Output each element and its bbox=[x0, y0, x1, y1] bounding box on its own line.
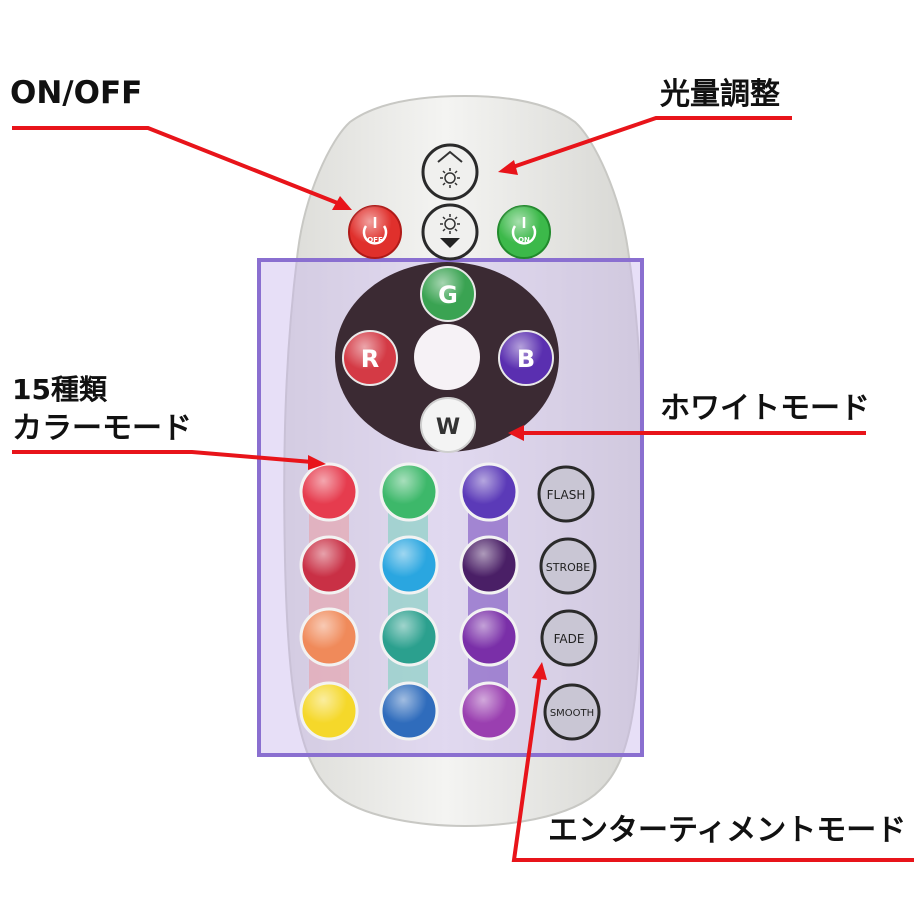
color-button-r3-c2[interactable] bbox=[379, 607, 439, 667]
brightness-label: 光量調整 bbox=[660, 77, 780, 112]
color-button-r1-c3[interactable] bbox=[459, 462, 519, 522]
color-button-r4-c3[interactable] bbox=[459, 681, 519, 741]
colors-label-line2: カラーモード bbox=[12, 411, 192, 446]
color-button-r3-c1[interactable] bbox=[299, 607, 359, 667]
onoff-label: ON/OFF bbox=[10, 75, 143, 111]
arrowhead-entertainment bbox=[532, 662, 547, 680]
color-button-grid bbox=[299, 462, 519, 741]
arrowhead-brightness bbox=[498, 160, 518, 175]
g-button[interactable]: G bbox=[420, 266, 476, 322]
wheel-center bbox=[414, 324, 480, 390]
white-mode-label: ホワイトモード bbox=[660, 391, 870, 426]
callout-entertainment bbox=[511, 673, 914, 862]
flash-button[interactable]: FLASH bbox=[537, 465, 595, 523]
power-icon bbox=[362, 217, 388, 245]
strobe-label: STROBE bbox=[546, 561, 591, 574]
color-button-r4-c2[interactable] bbox=[379, 681, 439, 741]
sun-icon bbox=[440, 168, 460, 188]
fade-label: FADE bbox=[554, 632, 585, 646]
callout-brightness bbox=[509, 116, 792, 170]
brightness-down-button[interactable] bbox=[421, 203, 479, 261]
strobe-button[interactable]: STROBE bbox=[539, 537, 597, 595]
r-button[interactable]: R bbox=[342, 330, 398, 386]
b-button[interactable]: B bbox=[498, 330, 554, 386]
off-label: OFF bbox=[367, 236, 383, 244]
r-label: R bbox=[361, 345, 379, 373]
smooth-label: SMOOTH bbox=[550, 708, 594, 719]
fade-button[interactable]: FADE bbox=[540, 609, 598, 667]
color-button-r2-c3[interactable] bbox=[459, 535, 519, 595]
smooth-button[interactable]: SMOOTH bbox=[543, 683, 601, 741]
color-button-r4-c1[interactable] bbox=[299, 681, 359, 741]
w-button[interactable]: W bbox=[420, 397, 476, 453]
on-label: ON bbox=[518, 236, 530, 244]
flash-label: FLASH bbox=[547, 488, 586, 502]
off-button[interactable]: OFF bbox=[348, 205, 402, 259]
power-icon bbox=[511, 217, 537, 245]
on-button[interactable]: ON bbox=[497, 205, 551, 259]
w-label: W bbox=[436, 415, 460, 440]
color-button-r2-c1[interactable] bbox=[299, 535, 359, 595]
color-button-r3-c3[interactable] bbox=[459, 607, 519, 667]
colors-label-line1: 15種類 bbox=[12, 373, 107, 406]
arrowhead-colors bbox=[308, 455, 326, 470]
callout-colors bbox=[12, 450, 313, 464]
callout-onoff bbox=[12, 126, 341, 206]
b-label: B bbox=[517, 345, 535, 373]
arrowhead-white bbox=[508, 425, 524, 441]
arrowhead-onoff bbox=[332, 196, 352, 210]
brightness-up-button[interactable] bbox=[421, 143, 479, 201]
sun-icon bbox=[440, 214, 460, 234]
color-button-r1-c2[interactable] bbox=[379, 462, 439, 522]
entertainment-label: エンターティメントモード bbox=[548, 813, 907, 848]
g-label: G bbox=[438, 281, 458, 309]
color-button-r1-c1[interactable] bbox=[299, 462, 359, 522]
color-button-r2-c2[interactable] bbox=[379, 535, 439, 595]
